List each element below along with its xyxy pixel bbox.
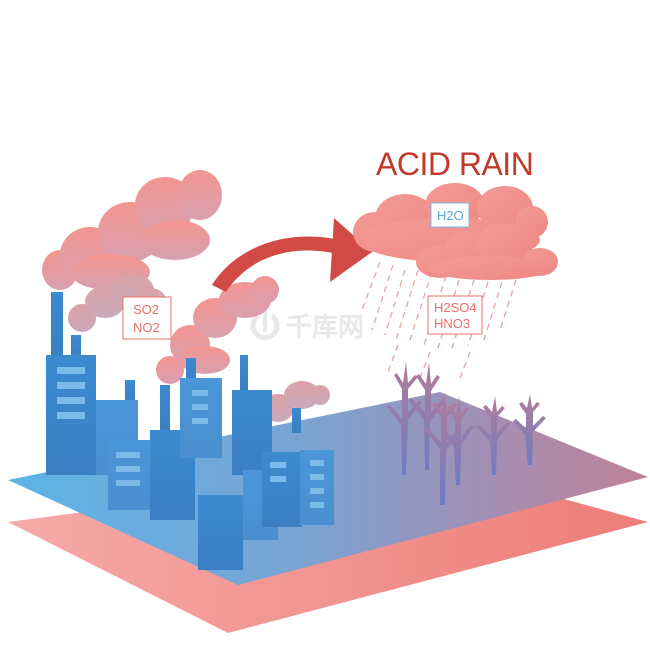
gas-label-box: SO2 NO2	[122, 296, 172, 340]
factory-icon	[46, 292, 334, 570]
rain-label-box: H2SO4 HNO3	[427, 295, 483, 335]
gas-label-line2: NO2	[133, 320, 160, 335]
title-acid-rain: ACID RAIN	[376, 146, 533, 182]
rain-label-line1: H2SO4	[434, 300, 477, 315]
watermark: 千库网	[250, 306, 364, 343]
cloud-label-text: H2O	[437, 208, 464, 223]
smoke-plume-large	[42, 170, 222, 290]
tree-icon	[387, 361, 546, 505]
watermark-text: 千库网	[286, 313, 364, 343]
cloud-label-box: H2O	[430, 202, 470, 228]
arrow-icon	[212, 218, 372, 292]
gas-label-line1: SO2	[133, 302, 159, 317]
rain-label-line2: HNO3	[434, 316, 470, 331]
smoke-plume-mid	[156, 276, 279, 384]
ic-logo-icon	[250, 306, 280, 341]
cloud-icon	[353, 183, 558, 280]
